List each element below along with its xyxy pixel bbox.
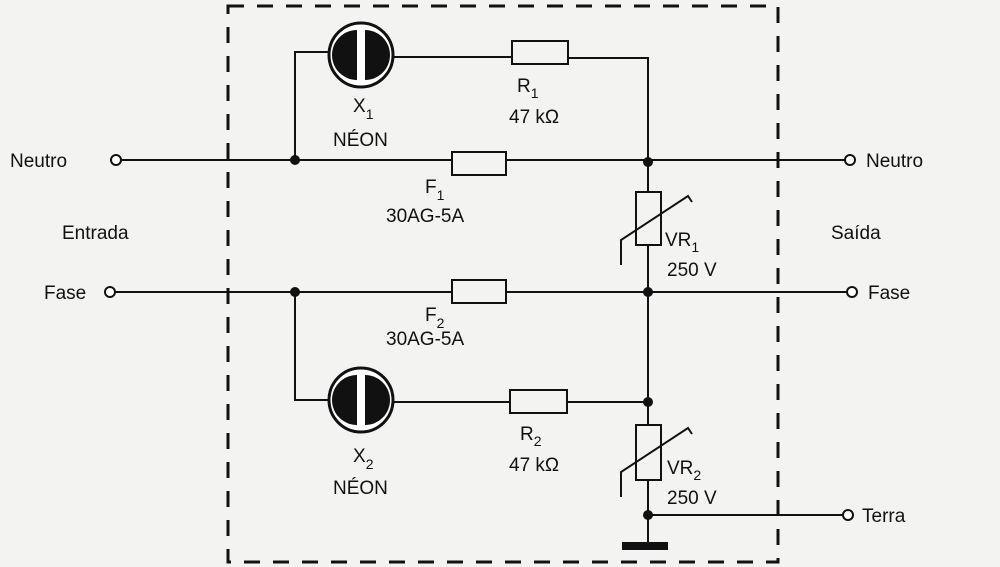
terminal-phase-in: [104, 286, 116, 298]
junction-dots: [290, 155, 653, 520]
f2-value: 30AG-5A: [386, 329, 464, 350]
f2-ref: F2: [425, 305, 445, 331]
wire-x1-left: [294, 51, 329, 160]
label-out-phase: Fase: [868, 283, 910, 304]
vr1-ref: VR1: [665, 230, 699, 255]
enclosure-dashed-box: [226, 4, 780, 564]
ground-symbol: [622, 542, 668, 550]
r1-ref: R1: [517, 76, 539, 101]
x1-ref: X1: [353, 96, 374, 122]
f1-value: 30AG-5A: [386, 206, 464, 227]
label-in-neutral: Neutro: [10, 151, 67, 172]
terminal-neutral-in: [110, 154, 122, 166]
r1-value: 47 kΩ: [509, 107, 559, 128]
wire-r1-node: [568, 57, 649, 160]
f1-ref: F1: [425, 177, 445, 203]
label-input-section: Entrada: [62, 223, 129, 244]
x2-value: NÉON: [333, 478, 388, 499]
fuse-f2: [451, 279, 507, 304]
r2-ref: R2: [520, 424, 542, 449]
neon-lamp-x1: [327, 21, 395, 89]
fuse-f1: [451, 151, 507, 176]
vr2-value: 250 V: [667, 488, 717, 509]
wire-x2-left: [294, 292, 329, 401]
terminal-phase-out: [846, 286, 858, 298]
vr1-value: 250 V: [667, 260, 717, 281]
resistor-r1: [511, 40, 569, 65]
resistor-r2: [509, 389, 568, 414]
label-output-section: Saída: [831, 223, 881, 244]
x1-value: NÉON: [333, 130, 388, 151]
terminal-ground-out: [842, 509, 854, 521]
terminal-neutral-out: [844, 154, 856, 166]
neon-lamp-x2: [327, 366, 395, 434]
label-in-phase: Fase: [44, 283, 86, 304]
varistor-vr1: [620, 191, 693, 265]
label-out-neutral: Neutro: [866, 151, 923, 172]
label-out-ground: Terra: [862, 506, 906, 527]
varistor-vr2: [620, 424, 693, 497]
r2-value: 47 kΩ: [509, 455, 559, 476]
vr2-ref: VR2: [667, 458, 701, 483]
x2-ref: X2: [353, 446, 374, 472]
